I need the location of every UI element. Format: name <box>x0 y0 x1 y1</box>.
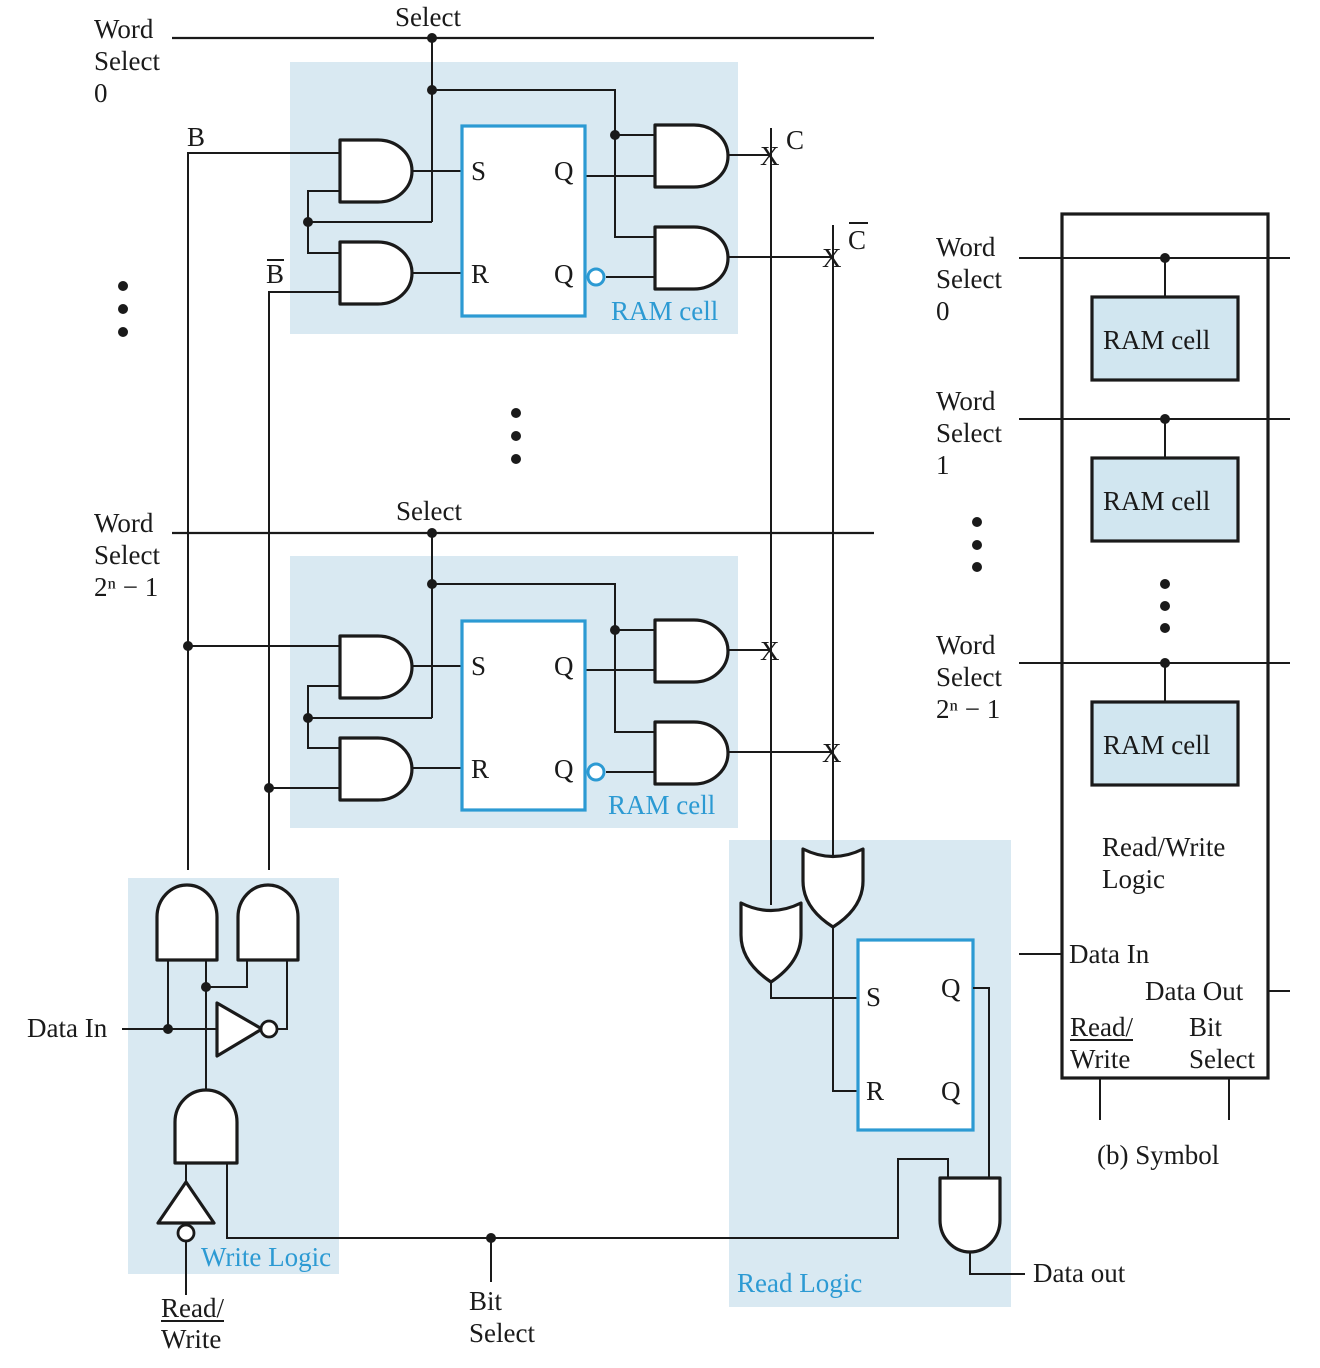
or-gate <box>801 847 865 929</box>
ff-qbar-label: Q <box>941 1076 961 1106</box>
bit-select-label: Bit <box>469 1286 503 1316</box>
symbol-ram-cell <box>1090 295 1240 382</box>
x-mark: X <box>822 738 842 768</box>
and-gate <box>155 883 219 962</box>
read-write-label: Read/ <box>161 1293 224 1323</box>
ff-qbar-label: Q <box>554 259 574 289</box>
symbol-bit-select-label: Bit <box>1189 1012 1223 1042</box>
read-logic-label: Read Logic <box>737 1268 862 1298</box>
symbol-logic-label: Read/Write <box>1102 832 1225 862</box>
symbol-bit-select-label: Select <box>1189 1044 1255 1074</box>
bit-select-label: Select <box>469 1318 535 1348</box>
ram-cell-label: RAM cell <box>608 790 715 820</box>
and-gate <box>653 720 730 786</box>
symbol-caption: (b) Symbol <box>1097 1140 1219 1170</box>
word-select-0-label: Word <box>94 14 154 44</box>
word-select-0-label: 0 <box>94 78 108 108</box>
b-label: B <box>187 122 205 152</box>
sr-latch <box>460 619 587 812</box>
x-mark: X <box>760 636 780 666</box>
inversion-bubble <box>176 1223 196 1243</box>
word-select-last-label: Word <box>94 508 154 538</box>
ff-r-label: R <box>471 754 489 784</box>
and-gate <box>173 1088 239 1165</box>
data-out-label: Data out <box>1033 1258 1126 1288</box>
symbol-word-select-0: Word <box>936 232 996 262</box>
sr-latch <box>460 124 587 318</box>
ram-cell-symbol <box>972 212 1290 1120</box>
inversion-bubble <box>586 267 606 287</box>
symbol-data-in-label: Data In <box>1069 939 1150 969</box>
symbol-data-out-label: Data Out <box>1145 976 1244 1006</box>
write-logic-label: Write Logic <box>201 1242 331 1272</box>
symbol-word-select-0: 0 <box>936 296 950 326</box>
and-gate <box>653 618 730 684</box>
not-gate <box>215 1001 264 1058</box>
ellipsis-middle <box>511 408 521 464</box>
select-label: Select <box>396 496 462 526</box>
symbol-ram-cell <box>1090 456 1240 543</box>
ff-q-label: Q <box>554 156 574 186</box>
inversion-bubble <box>259 1019 279 1039</box>
symbol-read-write-label: Write <box>1070 1044 1130 1074</box>
ram-cell-label: RAM cell <box>611 296 718 326</box>
select-label: Select <box>395 2 461 32</box>
and-gate <box>338 138 414 204</box>
b-bar-line <box>268 291 340 870</box>
symbol-cell-label: RAM cell <box>1103 730 1210 760</box>
inversion-bubble <box>586 762 606 782</box>
symbol-word-select-0: Select <box>936 264 1002 294</box>
ff-q-label: Q <box>941 973 961 1003</box>
write-logic <box>122 883 949 1295</box>
symbol-word-select-last: Select <box>936 662 1002 692</box>
symbol-read-write-label: Read/ <box>1070 1012 1133 1042</box>
symbol-word-select-1: 1 <box>936 450 950 480</box>
ff-r-label: R <box>866 1076 884 1106</box>
ff-s-label: S <box>866 982 881 1012</box>
symbol-cell-label: RAM cell <box>1103 325 1210 355</box>
c-bar-label: C <box>848 225 866 255</box>
ellipsis-left <box>118 281 128 337</box>
ff-r-label: R <box>471 259 489 289</box>
ram-cell-bottom <box>183 528 833 812</box>
b-bar-label: B <box>266 259 284 289</box>
and-gate <box>338 634 414 700</box>
ff-q-label: Q <box>554 651 574 681</box>
c-label: C <box>786 125 804 155</box>
and-gate <box>338 240 414 306</box>
and-gate <box>938 1176 1002 1254</box>
not-gate <box>156 1180 216 1225</box>
b-line <box>187 152 340 870</box>
symbol-logic-label: Logic <box>1102 864 1165 894</box>
symbol-word-select-last: Word <box>936 630 996 660</box>
data-in-label: Data In <box>27 1013 108 1043</box>
symbol-word-select-1: Select <box>936 418 1002 448</box>
and-gate <box>653 225 730 291</box>
symbol-ram-cell <box>1090 700 1240 787</box>
x-mark: X <box>822 243 842 273</box>
word-select-last-label: Select <box>94 540 160 570</box>
and-gate <box>653 123 730 189</box>
word-select-last-label: 2ⁿ − 1 <box>94 572 158 602</box>
read-logic <box>739 847 1025 1275</box>
ff-s-label: S <box>471 156 486 186</box>
sr-latch <box>856 938 975 1132</box>
symbol-word-select-last: 2ⁿ − 1 <box>936 694 1000 724</box>
or-gate <box>739 901 803 984</box>
ram-cell-top <box>303 33 833 318</box>
read-write-label: Write <box>161 1324 221 1354</box>
and-gate <box>236 883 300 962</box>
ff-s-label: S <box>471 651 486 681</box>
word-select-0-label: Select <box>94 46 160 76</box>
symbol-cell-label: RAM cell <box>1103 486 1210 516</box>
symbol-word-select-1: Word <box>936 386 996 416</box>
and-gate <box>338 736 414 802</box>
x-mark: X <box>760 141 780 171</box>
ff-qbar-label: Q <box>554 754 574 784</box>
